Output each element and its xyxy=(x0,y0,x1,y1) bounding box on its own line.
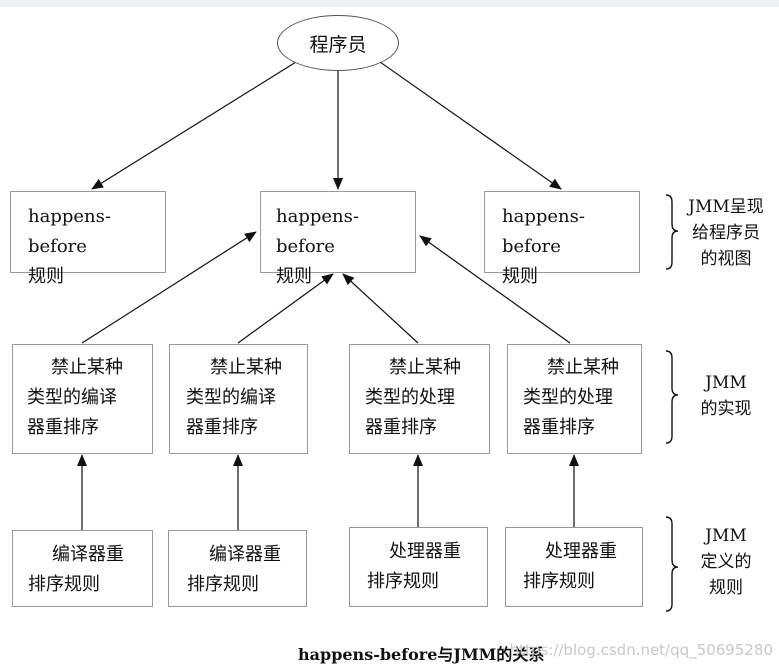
reorder-box-1-line1: 编译器重 xyxy=(52,544,124,565)
prohibit-box-2-line2: 类型的编译 xyxy=(186,387,276,408)
arrow-prohibit4-to-rule xyxy=(419,235,571,344)
prohibit-box-2-line1: 禁止某种 xyxy=(210,357,282,378)
prohibit-box-1-line2: 类型的编译 xyxy=(27,387,117,408)
rule-box-center: happens-before 规则 xyxy=(260,191,416,287)
side-label-view-line1: JMM呈现 xyxy=(688,197,764,217)
arrow-prohibit2-to-rule xyxy=(237,273,334,344)
reorder-box-3-line1: 处理器重 xyxy=(389,541,461,562)
reorder-box-4: 处理器重 排序规则 xyxy=(505,527,643,607)
prohibit-box-2: 禁止某种 类型的编译 器重排序 xyxy=(169,344,308,454)
side-label-rules-line1: JMM xyxy=(705,526,747,546)
rule-box-right: happens-before 规则 xyxy=(484,191,640,287)
arrow-root-to-rule-right xyxy=(379,61,562,190)
rule-box-center-line1: happens-before xyxy=(276,206,359,257)
rule-box-center-line2: 规则 xyxy=(276,266,312,287)
reorder-box-2-line1: 编译器重 xyxy=(209,544,281,565)
prohibit-box-4-line3: 器重排序 xyxy=(523,417,595,438)
prohibit-box-3-line2: 类型的处理 xyxy=(365,387,455,408)
reorder-box-4-line2: 排序规则 xyxy=(523,571,595,592)
arrow-root-to-rule-left xyxy=(91,61,297,190)
reorder-box-3: 处理器重 排序规则 xyxy=(349,527,488,607)
reorder-box-1: 编译器重 排序规则 xyxy=(12,530,153,607)
bracket-implementation xyxy=(665,350,679,444)
prohibit-box-2-line3: 器重排序 xyxy=(186,417,258,438)
arrow-prohibit3-to-rule xyxy=(342,273,419,344)
bracket-rules xyxy=(665,516,679,612)
side-label-rules: JMM 定义的 规则 xyxy=(681,523,771,601)
watermark: https://blog.csdn.net/qq_50695280 xyxy=(509,641,773,659)
side-label-rules-line3: 规则 xyxy=(709,578,743,598)
reorder-box-3-line2: 排序规则 xyxy=(367,571,439,592)
reorder-box-2-line2: 排序规则 xyxy=(187,574,259,595)
rule-box-left: happens-before 规则 xyxy=(10,191,166,287)
rule-box-left-line1: happens-before xyxy=(28,206,111,257)
figure-caption: happens-before与JMM的关系 xyxy=(298,645,545,664)
arrow-prohibit1-to-rule xyxy=(81,231,257,344)
prohibit-box-4-line2: 类型的处理 xyxy=(523,387,613,408)
programmer-label: 程序员 xyxy=(309,33,367,56)
reorder-box-2: 编译器重 排序规则 xyxy=(168,530,307,607)
reorder-box-4-line1: 处理器重 xyxy=(545,541,617,562)
side-label-view: JMM呈现 给程序员 的视图 xyxy=(681,194,771,272)
prohibit-box-1: 禁止某种 类型的编译 器重排序 xyxy=(12,344,153,454)
rule-box-right-line2: 规则 xyxy=(502,266,538,287)
prohibit-box-3: 禁止某种 类型的处理 器重排序 xyxy=(349,344,490,454)
prohibit-box-1-line1: 禁止某种 xyxy=(51,357,123,378)
side-label-implementation-line2: 的实现 xyxy=(700,399,752,419)
bracket-view xyxy=(665,194,679,270)
prohibit-box-4-line1: 禁止某种 xyxy=(547,357,619,378)
prohibit-box-3-line3: 器重排序 xyxy=(365,417,437,438)
reorder-box-1-line2: 排序规则 xyxy=(28,574,100,595)
side-label-rules-line2: 定义的 xyxy=(700,552,752,572)
top-strip xyxy=(0,0,779,7)
rule-box-left-line2: 规则 xyxy=(28,266,64,287)
rule-box-right-line1: happens-before xyxy=(502,206,585,257)
prohibit-box-4: 禁止某种 类型的处理 器重排序 xyxy=(507,344,642,454)
side-label-view-line2: 给程序员 xyxy=(692,223,760,243)
prohibit-box-1-line3: 器重排序 xyxy=(27,417,99,438)
side-label-view-line3: 的视图 xyxy=(700,249,752,269)
prohibit-box-3-line1: 禁止某种 xyxy=(389,357,461,378)
programmer-node: 程序员 xyxy=(277,15,399,71)
side-label-implementation-line1: JMM xyxy=(705,373,747,393)
side-label-implementation: JMM 的实现 xyxy=(681,370,771,422)
